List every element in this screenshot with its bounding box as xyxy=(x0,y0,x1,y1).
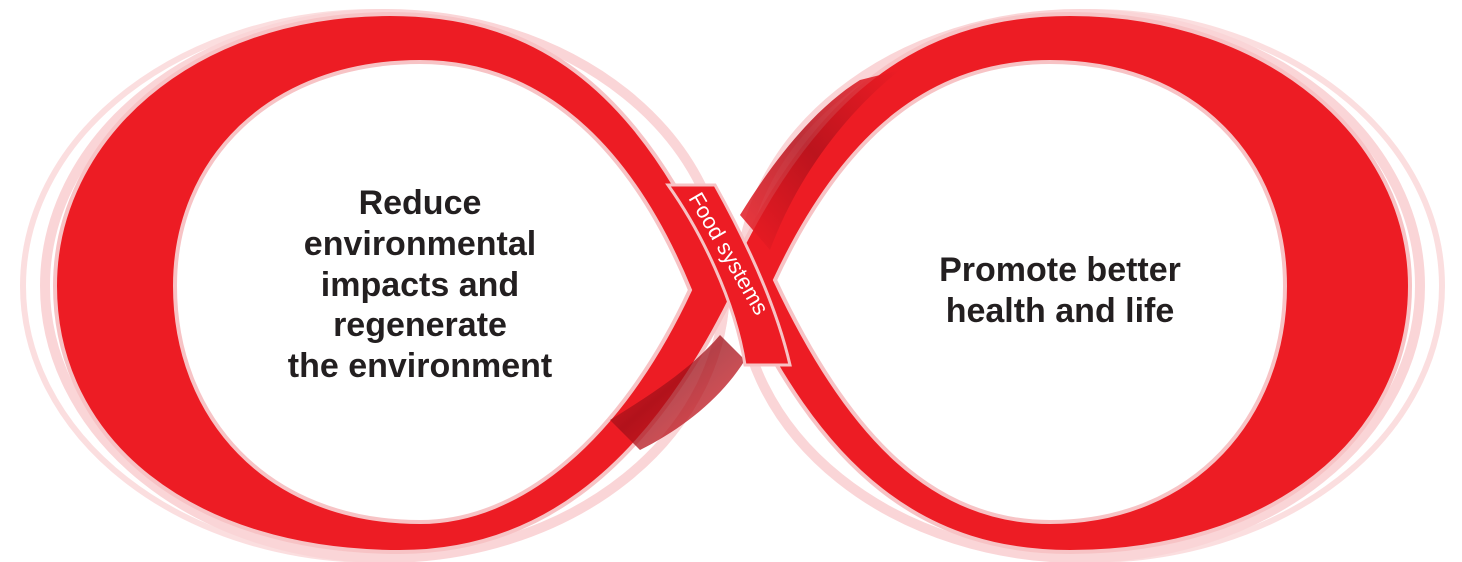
ribbon-left-loop xyxy=(52,11,733,555)
ribbon-fold-shadow-lower xyxy=(610,335,745,450)
left-loop-text: Reduce environmental impacts and regener… xyxy=(287,184,553,386)
ribbon-fold-shadow-upper xyxy=(740,70,900,250)
ribbon-right-loop xyxy=(727,11,1413,555)
ribbon-center-band xyxy=(665,183,792,367)
right-loop-text: Promote better health and life xyxy=(939,251,1181,330)
